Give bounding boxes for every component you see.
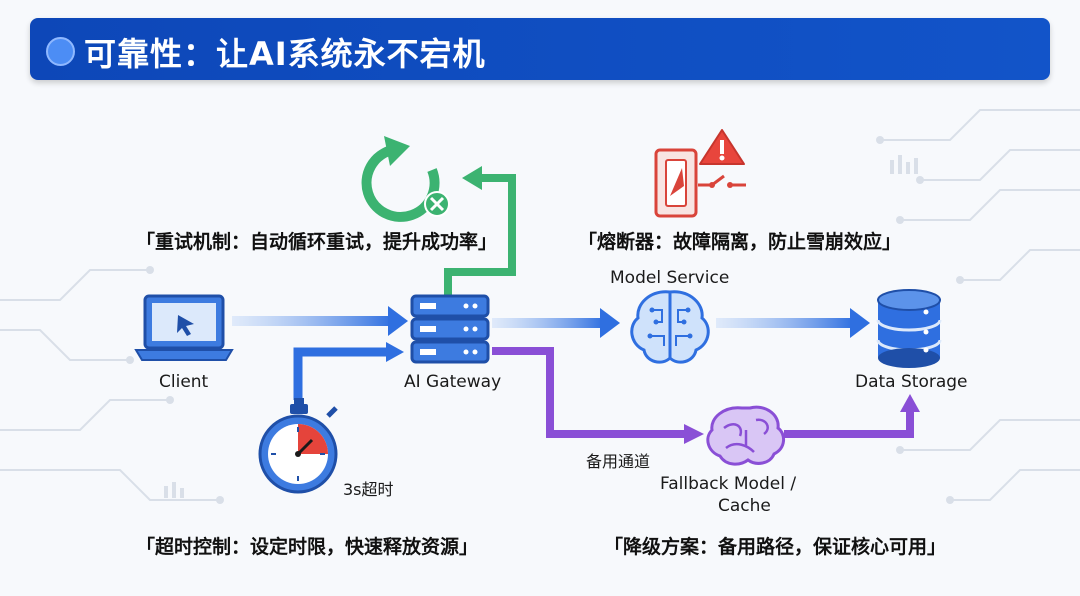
brain-icon: [630, 290, 710, 364]
title-bar: 可靠性：让AI系统永不宕机: [30, 18, 1050, 80]
stopwatch-icon: [258, 398, 338, 494]
fallback-label-line1: Fallback Model /: [660, 474, 797, 494]
timeout-caption: 「超时控制：设定时限，快速释放资源」: [136, 536, 479, 558]
retry-cycle-icon: [361, 136, 450, 222]
server-icon: [410, 294, 490, 364]
flow-retry-loop: [444, 174, 516, 295]
gateway-label: AI Gateway: [404, 372, 502, 392]
degrade-caption: 「降级方案：备用路径，保证核心可用」: [604, 536, 947, 558]
flow-model-storage: [716, 308, 870, 338]
timeout-arrowhead: [386, 342, 404, 362]
fallback-path-label: 备用通道: [586, 452, 651, 471]
retry-arrowhead: [462, 166, 482, 190]
data-storage-label: Data Storage: [855, 372, 968, 392]
model-service-label: Model Service: [610, 268, 730, 288]
timeout-label: 3s超时: [343, 480, 394, 499]
circuit-breaker-icon: [654, 148, 746, 218]
page-title: 可靠性：让AI系统永不宕机: [84, 35, 486, 73]
flow-gateway-model: [492, 308, 620, 338]
flow-client-gateway: [232, 306, 408, 336]
flow-fallback-path: [492, 347, 914, 438]
title-bullet: [46, 37, 75, 66]
laptop-icon: [134, 294, 234, 361]
database-icon: [876, 289, 942, 368]
client-label: Client: [159, 372, 209, 392]
warning-icon: [699, 129, 745, 165]
circuit-breaker-caption: 「熔断器：故障隔离，防止雪崩效应」: [578, 231, 902, 253]
fallback-arrowhead-up: [900, 394, 920, 412]
fallback-brain-icon: [706, 405, 785, 466]
fallback-label-line2: Cache: [718, 496, 771, 516]
fallback-arrowhead-right: [684, 424, 704, 444]
retry-caption: 「重试机制：自动循环重试，提升成功率」: [136, 231, 498, 253]
flow-timeout-gateway: [293, 347, 388, 400]
